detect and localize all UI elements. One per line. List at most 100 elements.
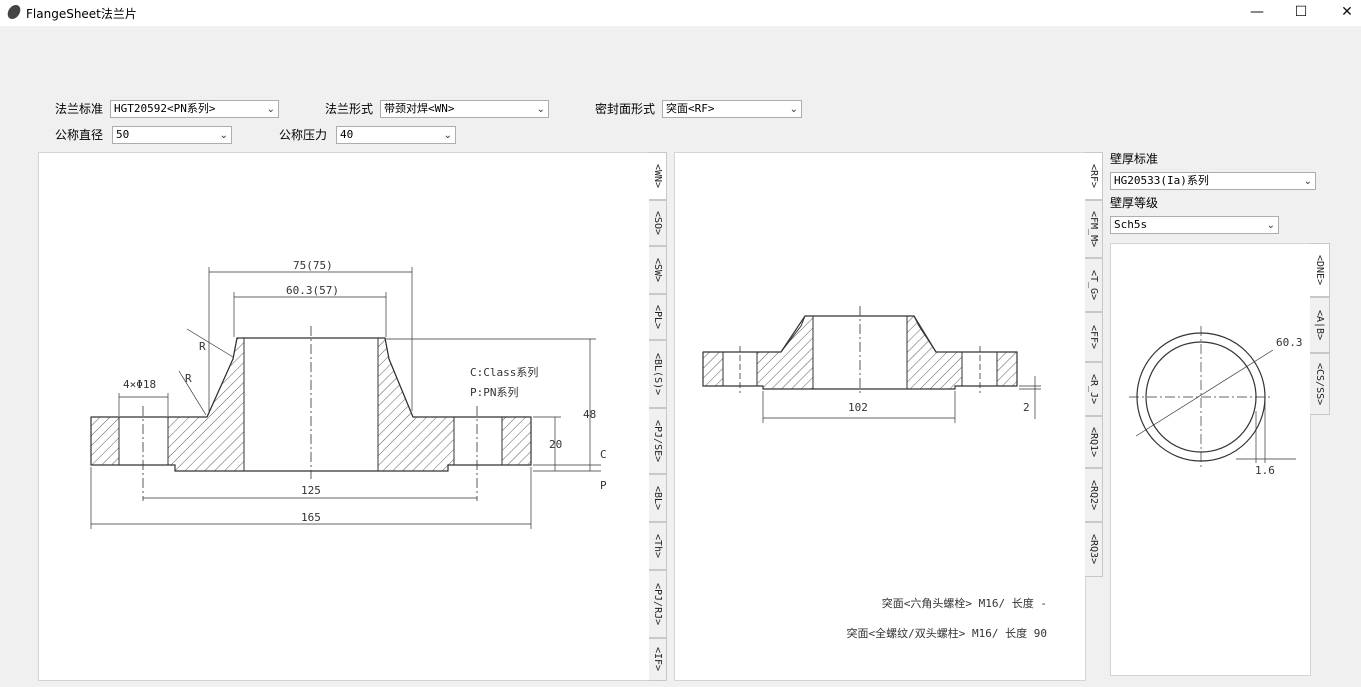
tab-pjrj[interactable]: <PJ/RJ> [649,570,667,638]
chevron-down-icon: ⌄ [219,130,228,141]
wall-grade-label: 壁厚等级 [1110,196,1159,210]
nominal-pressure-label: 公称压力 [279,128,328,142]
pipe-view-tabs: <DNE> <A|B> <CS/SS> [1310,243,1330,415]
wall-standard-select[interactable]: HG20533(Ia)系列 ⌄ [1110,172,1316,190]
bolt-spec-stud: 突面<全螺纹/双头螺柱> M16/ 长度 90 [846,627,1047,640]
flange-type-select[interactable]: 带颈对焊<WN> ⌄ [380,100,549,118]
flange-standard-select[interactable]: HGT20592<PN系列> ⌄ [110,100,279,118]
chevron-down-icon: ⌄ [443,130,452,141]
wall-grade-select[interactable]: Sch5s ⌄ [1110,216,1279,234]
nominal-diameter-label: 公称直径 [55,128,104,142]
tab-r-j-label: <R_J> [1088,373,1099,405]
flange-drawing-panel: 75(75) 60.3(57) 4×Φ18 R R C:Class系列 P:PN… [38,152,650,681]
wall-standard-value: HG20533(Ia)系列 [1114,174,1209,187]
wall-grade-value: Sch5s [1114,218,1148,231]
tab-th[interactable]: <Th> [649,522,667,570]
nominal-pressure-value: 40 [340,128,354,141]
tab-cs-ss-label: <CS/SS> [1314,362,1325,406]
tab-dne-label: <DNE> [1314,254,1325,286]
bolt-spec-hex: 突面<六角头螺栓> M16/ 长度 - [881,597,1047,610]
tab-sw[interactable]: <SW> [649,246,667,294]
dim-pipe-od: 60.3 [1276,336,1303,349]
flange-section-drawing: 75(75) 60.3(57) 4×Φ18 R R C:Class系列 P:PN… [90,259,607,529]
tab-sw-label: <SW> [652,257,663,283]
tab-pl[interactable]: <PL> [649,294,667,340]
tab-fm-m-label: <FM_M> [1088,210,1099,248]
tab-rf-label: <RF> [1088,163,1099,189]
tab-fm-m[interactable]: <FM_M> [1085,200,1103,258]
tab-th-label: <Th> [652,533,663,559]
tab-so[interactable]: <SO> [649,200,667,246]
seal-face-tabs: <RF> <FM_M> <T_G> <FF> <R_J> <RQ1> <RQ2>… [1085,152,1103,577]
tab-rq2-label: <RQ2> [1088,479,1099,511]
close-button[interactable]: ✕ [1341,4,1353,20]
tab-wn[interactable]: <WN> [649,152,667,200]
dim-outer-diameter: 165 [301,511,321,524]
tab-cs-ss[interactable]: <CS/SS> [1310,353,1330,415]
tab-pjrj-label: <PJ/RJ> [652,582,663,626]
title-bar: FlangeSheet法兰片 — ☐ ✕ [0,0,1361,26]
tab-rq3-label: <RQ3> [1088,534,1099,565]
tab-t-g[interactable]: <T_G> [1085,258,1103,312]
maximize-button[interactable]: ☐ [1294,4,1308,20]
chevron-down-icon: ⌄ [536,104,545,115]
tab-bl-label: <BL> [652,485,663,511]
tab-ff[interactable]: <FF> [1085,312,1103,362]
label-p: P [600,479,607,492]
tab-bl[interactable]: <BL> [649,474,667,522]
dim-inner-hub: 60.3(57) [286,284,339,297]
dim-face-diameter: 102 [848,401,868,414]
tab-a-b-label: <A|B> [1314,309,1325,341]
chevron-down-icon: ⌄ [1303,176,1312,187]
pipe-section-panel: 60.3 1.6 [1110,243,1311,676]
tab-pl-label: <PL> [652,304,663,330]
nominal-diameter-select[interactable]: 50 ⌄ [112,126,232,144]
seal-face-drawing: 102 2 [702,306,1041,423]
seal-face-label: 密封面形式 [595,102,656,116]
tab-if-label: <IF> [652,647,663,672]
radius-1-label: R [199,340,206,353]
note-class-series: C:Class系列 [470,365,538,379]
chevron-down-icon: ⌄ [266,104,275,115]
flange-type-tabs: <WN> <SO> <SW> <PL> <BL(S)> <PJ/SE> <BL>… [649,152,667,681]
tab-r-j[interactable]: <R_J> [1085,362,1103,416]
tab-pjse-label: <PJ/SE> [652,419,663,463]
dim-height: 48 [583,408,596,421]
tab-rq3[interactable]: <RQ3> [1085,522,1103,577]
radius-2-label: R [185,372,192,385]
window-title: FlangeSheet法兰片 [26,7,137,21]
dim-pipe-wall: 1.6 [1255,464,1275,477]
dim-outer-hub: 75(75) [293,259,333,272]
note-pn-series: P:PN系列 [470,385,519,399]
tab-bls-label: <BL(S)> [652,352,663,396]
app-icon [6,5,22,19]
seal-face-panel: 102 2 突面<六角头螺栓> M16/ 长度 - 突面<全螺纹/双头螺柱> M… [674,152,1086,681]
tab-rf[interactable]: <RF> [1085,152,1103,200]
tab-dne[interactable]: <DNE> [1310,243,1330,297]
tab-pjse[interactable]: <PJ/SE> [649,408,667,474]
seal-face-value: 突面<RF> [666,102,715,115]
tab-a-b[interactable]: <A|B> [1310,297,1330,353]
flange-standard-value: HGT20592<PN系列> [114,102,216,115]
chevron-down-icon: ⌄ [789,104,798,115]
seal-face-select[interactable]: 突面<RF> ⌄ [662,100,802,118]
chevron-down-icon: ⌄ [1266,220,1275,231]
tab-so-label: <SO> [652,210,663,236]
tab-bls[interactable]: <BL(S)> [649,340,667,408]
tab-rq1-label: <RQ1> [1088,426,1099,458]
wall-standard-label: 壁厚标准 [1110,152,1159,166]
tab-rq2[interactable]: <RQ2> [1085,468,1103,522]
nominal-diameter-value: 50 [116,128,130,141]
tab-t-g-label: <T_G> [1088,269,1099,301]
flange-standard-label: 法兰标准 [55,102,104,116]
flange-type-value: 带颈对焊<WN> [384,102,455,115]
dim-bolt-circle: 125 [301,484,321,497]
dim-thickness: 20 [549,438,562,451]
label-c: C [600,448,607,461]
tab-rq1[interactable]: <RQ1> [1085,416,1103,468]
tab-if[interactable]: <IF> [649,638,667,681]
tab-wn-label: <WN> [652,163,663,189]
minimize-button[interactable]: — [1250,4,1264,20]
nominal-pressure-select[interactable]: 40 ⌄ [336,126,456,144]
tab-ff-label: <FF> [1088,324,1099,350]
